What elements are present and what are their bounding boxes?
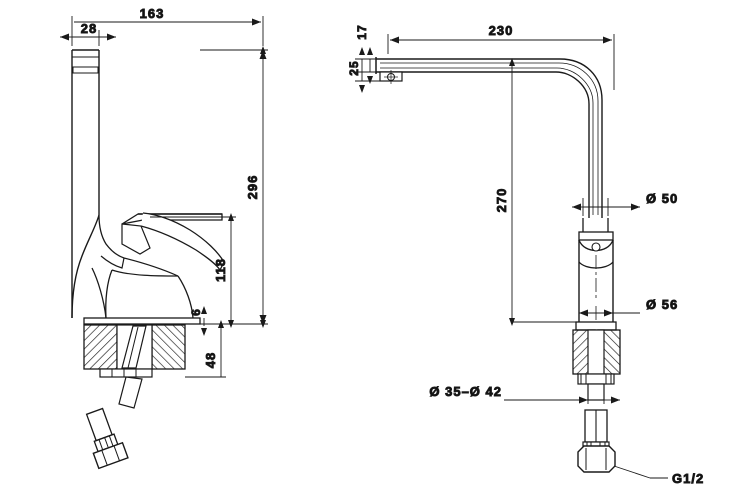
body-neck-line xyxy=(111,269,179,277)
arrow-17-up xyxy=(367,47,373,55)
base-flange-front xyxy=(575,321,617,331)
handle-underside-line xyxy=(123,257,179,277)
connector-threads xyxy=(98,435,114,451)
side-view-group xyxy=(71,49,225,470)
arrow-6-down xyxy=(201,328,207,336)
arrow-118-top xyxy=(228,213,234,221)
spout-inner-curve xyxy=(376,71,590,218)
side-view-dimensions: 163 28 296 118 6 48 xyxy=(60,6,268,378)
body-left-wall xyxy=(105,269,113,319)
hose-stub xyxy=(118,376,143,409)
lever-pivot-block xyxy=(121,223,151,255)
spout-inner-flare xyxy=(98,214,125,259)
lever-handle-lower xyxy=(140,212,225,272)
dim-label-d50: Ø 50 xyxy=(646,191,678,206)
base-cover-plate xyxy=(83,317,201,325)
dim-label-163: 163 xyxy=(140,6,165,21)
body-right-wall xyxy=(177,275,194,319)
lock-washer xyxy=(99,368,153,378)
arrow-25-down xyxy=(359,85,365,93)
dim-label-28: 28 xyxy=(81,21,97,36)
counter-block-section-front xyxy=(572,329,621,375)
dim-label-17: 17 xyxy=(355,24,369,39)
connector-nut-faces xyxy=(101,445,120,466)
washer-ribs xyxy=(111,369,137,377)
dim-label-d35-d42: Ø 35–Ø 42 xyxy=(429,384,502,399)
dim-label-25: 25 xyxy=(347,60,361,75)
spout-collar xyxy=(72,66,99,74)
dim-label-270: 270 xyxy=(494,188,509,213)
dim-label-118: 118 xyxy=(213,258,228,282)
arrow-118-bottom xyxy=(228,320,234,328)
arrow-17-down xyxy=(367,76,373,84)
dim-label-230: 230 xyxy=(489,23,514,38)
dim-label-6: 6 xyxy=(189,308,203,316)
arrow-25-up xyxy=(359,47,365,55)
spout-outer-curve xyxy=(376,58,603,218)
leader-g12 xyxy=(613,465,651,479)
arrow-270-bottom xyxy=(509,318,515,326)
handle-cap-ring xyxy=(578,231,614,241)
body-shoulder xyxy=(100,255,125,269)
mount-block-left-hatch xyxy=(83,324,118,370)
handle-indicator-circle xyxy=(591,242,601,252)
spout-inner-line-1 xyxy=(380,62,599,215)
shank-through-hole xyxy=(587,329,605,375)
supply-hex-faces xyxy=(585,448,607,470)
arrow-296-top xyxy=(260,46,266,54)
arrow-270-top xyxy=(509,58,515,66)
shank-tilted xyxy=(121,325,147,369)
arrow-296-bottom xyxy=(260,320,266,328)
arrow-48-top xyxy=(218,320,224,328)
detached-connector xyxy=(85,407,129,470)
spout-left-flare xyxy=(71,214,100,319)
front-view-dimensions: 230 17 25 270 Ø 50 Ø 56 xyxy=(347,23,704,487)
connector-hex-nut xyxy=(92,441,129,470)
shank-lower xyxy=(587,383,605,401)
mount-washer-front xyxy=(577,373,615,385)
dim-label-296: 296 xyxy=(245,175,260,200)
supply-hex-nut xyxy=(577,445,616,473)
mount-washer-ribs xyxy=(580,374,612,384)
mount-block-right-hatch xyxy=(151,324,186,370)
spout-inner-line-2 xyxy=(380,67,594,215)
shank-centerline xyxy=(127,326,139,369)
dim-label-d56: Ø 56 xyxy=(646,297,678,312)
mounting-block-section xyxy=(83,324,186,370)
dim-label-g12: G1/2 xyxy=(672,471,704,486)
arrow-6-up xyxy=(201,306,207,314)
dim-label-48: 48 xyxy=(203,352,218,368)
